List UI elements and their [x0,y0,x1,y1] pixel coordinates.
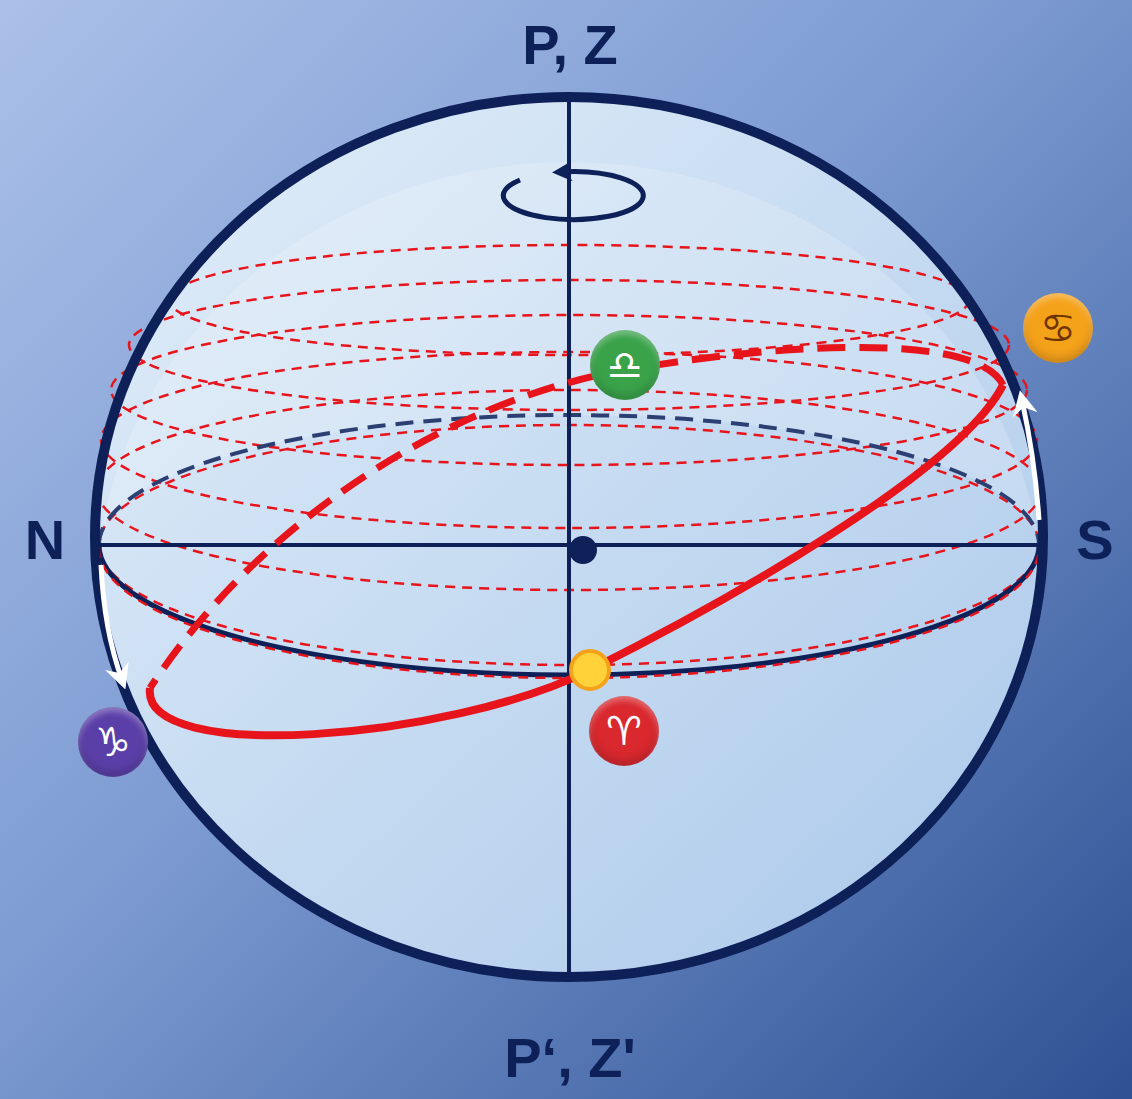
nadir-label: P‘, Z' [504,1030,636,1086]
sphere-outline [95,97,1043,977]
sun [571,651,609,689]
rotation-arrow [503,172,643,220]
zodiac-symbol: ♎ [607,345,643,385]
aries-sign: ♈ [589,696,659,766]
motion-arrow [101,565,122,680]
observer-dot [569,536,597,564]
zenith-label: P, Z [522,17,617,73]
libra-sign: ♎ [590,330,660,400]
south-label: S [1076,512,1113,568]
ecliptic-front [150,385,1003,735]
ecliptic-back [150,347,1003,688]
sphere-fill [95,97,1043,977]
zodiac-symbol: ♋ [1040,308,1076,348]
motion-arrow [1022,400,1039,520]
zodiac-symbol: ♈ [606,711,642,751]
zodiac-symbol: ♑ [95,722,131,762]
north-label: N [25,512,65,568]
cancer-sign: ♋ [1023,293,1093,363]
polar-axis [567,100,571,975]
capricorn-sign: ♑ [78,707,148,777]
